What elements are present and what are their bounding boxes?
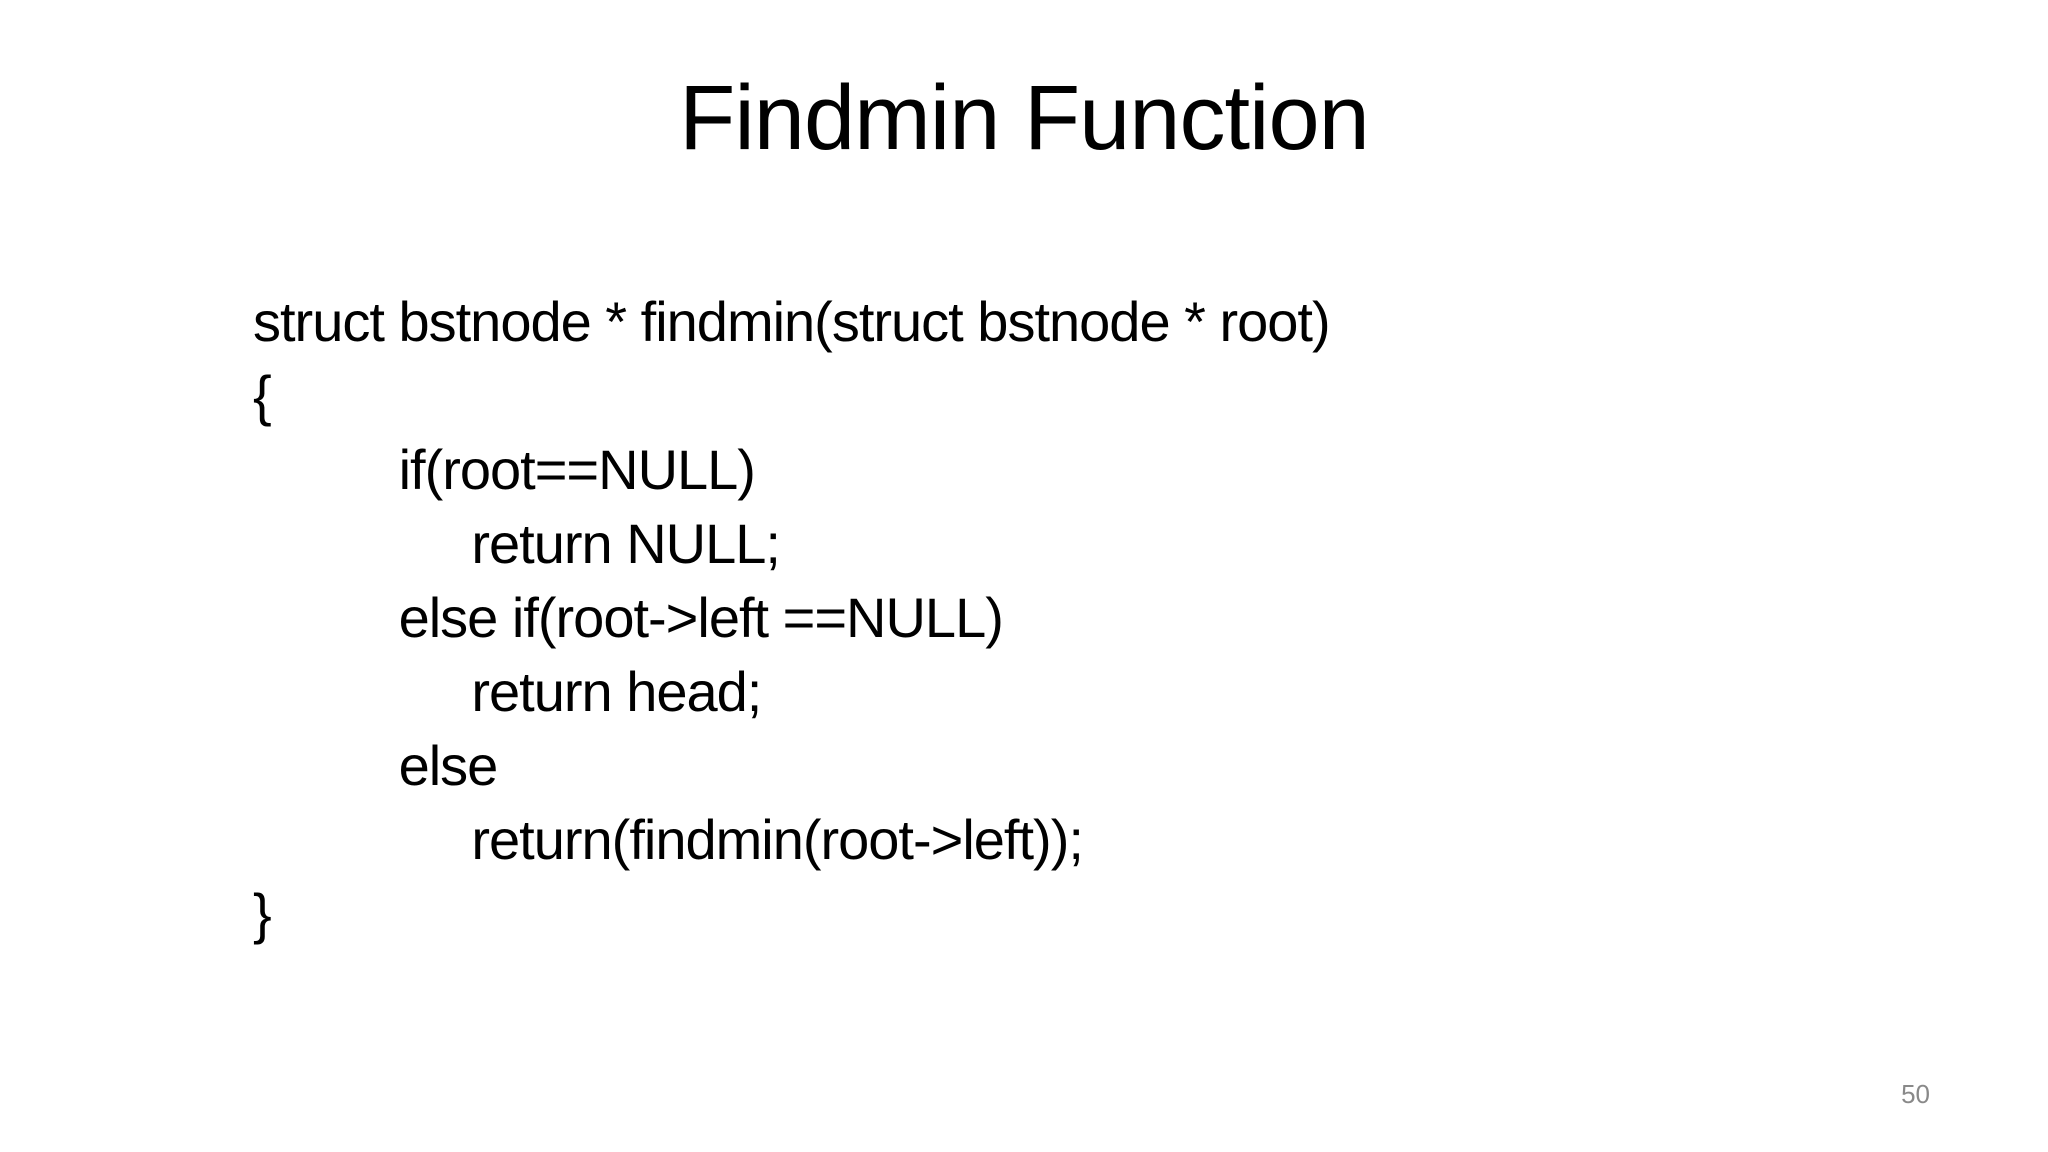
code-line: else if(root->left ==NULL) xyxy=(253,586,1004,649)
code-line: return head; xyxy=(253,660,762,723)
code-line: } xyxy=(253,882,272,945)
code-line: return(findmin(root->left)); xyxy=(253,808,1084,871)
code-line: struct bstnode * findmin(struct bstnode … xyxy=(253,290,1331,353)
code-line: { xyxy=(253,364,272,427)
code-line: return NULL; xyxy=(253,512,781,575)
code-line: if(root==NULL) xyxy=(253,438,756,501)
page-number: 50 xyxy=(1901,1079,1930,1109)
code-block: struct bstnode * findmin(struct bstnode … xyxy=(253,285,1331,951)
code-line: else xyxy=(253,734,499,797)
slide-title: Findmin Function xyxy=(679,67,1370,169)
